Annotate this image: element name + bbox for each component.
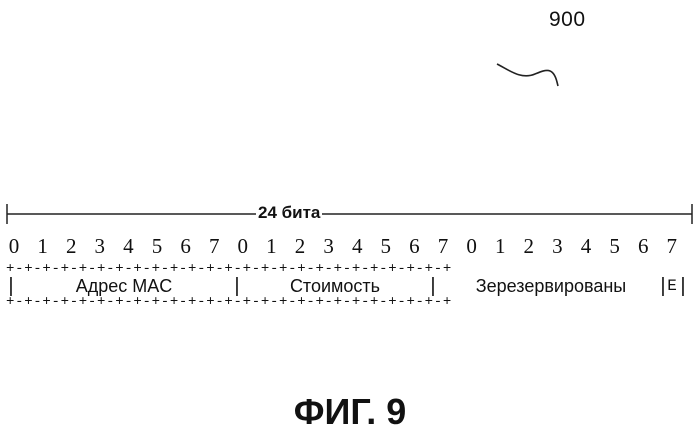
bit-index-label: 3 — [90, 233, 110, 259]
bit-index-label: 0 — [233, 233, 253, 259]
bit-index-label: 6 — [404, 233, 424, 259]
bit-index-label: 2 — [290, 233, 310, 259]
bit-index-label: 4 — [118, 233, 138, 259]
bit-index-label: 5 — [605, 233, 625, 259]
bit-index-label: 0 — [462, 233, 482, 259]
bit-index-label: 5 — [376, 233, 396, 259]
bit-index-label: 6 — [633, 233, 653, 259]
figure-caption: ФИГ. 9 — [0, 392, 700, 432]
bit-index-label: 1 — [490, 233, 510, 259]
bit-index-label: 2 — [61, 233, 81, 259]
reference-number: 900 — [549, 8, 586, 32]
width-label: 24 бита — [256, 203, 322, 223]
bit-index-label: 0 — [4, 233, 24, 259]
bit-index-label: 4 — [347, 233, 367, 259]
width-dimension-line — [6, 200, 694, 226]
bit-index-label: 1 — [261, 233, 281, 259]
bit-index-label: 6 — [176, 233, 196, 259]
bit-index-label: 3 — [547, 233, 567, 259]
bit-index-label: 5 — [147, 233, 167, 259]
bit-index-label: 7 — [433, 233, 453, 259]
bit-index-label: 3 — [319, 233, 339, 259]
bit-index-label: 1 — [33, 233, 53, 259]
bit-index-label: 7 — [204, 233, 224, 259]
bit-index-label: 2 — [519, 233, 539, 259]
bit-index-label: 4 — [576, 233, 596, 259]
reference-leader-line — [495, 40, 575, 100]
bit-index-row: 012345670123456701234567 — [0, 233, 700, 259]
field-border-bottom: +-+-+-+-+-+-+-+-+-+-+-+-+-+-+-+-+-+-+-+-… — [6, 295, 696, 309]
bit-index-label: 7 — [662, 233, 682, 259]
